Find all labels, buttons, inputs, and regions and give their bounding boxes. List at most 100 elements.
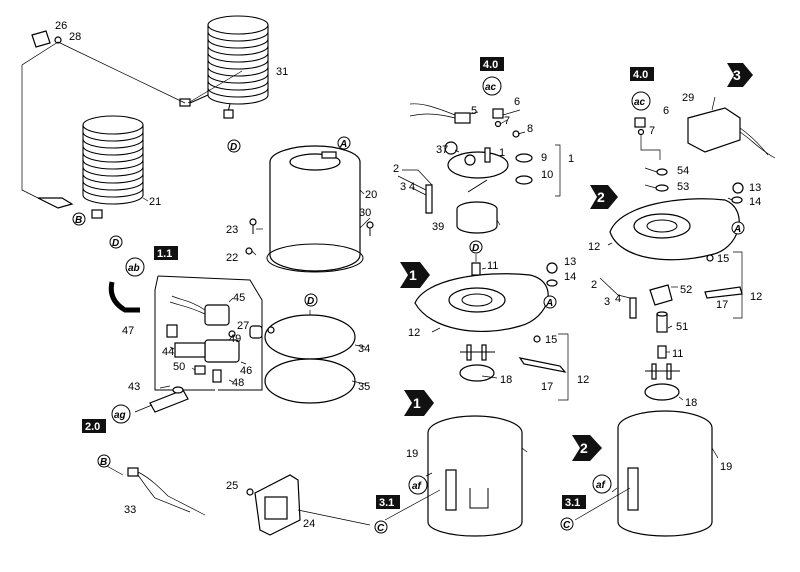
part-label: 37 [436,144,448,156]
part-label: 7 [504,115,510,127]
screw-22 [245,247,253,255]
part-label: 19 [720,461,732,473]
clip-9 [515,153,533,163]
part-label: 23 [226,224,238,236]
svg-text:A: A [733,224,741,235]
nozzle-11b [657,345,667,359]
part-label: 47 [122,325,134,337]
part-label: 11 [672,348,683,360]
connector-bubble-D1: D [227,139,241,153]
cap-37 [444,141,458,155]
ring-14b [731,196,743,204]
svg-text:ab: ab [128,263,140,274]
part-label: 4 [615,293,621,305]
burner-plate-12b [609,198,740,261]
part-label: 3 [604,296,610,308]
connector-bubble-ag: ag [111,404,131,424]
part-label: 14 [749,196,761,208]
wiring-33 [104,464,206,516]
part-label: 7 [649,125,655,137]
swirler-18b [644,363,680,401]
svg-text:3: 3 [733,67,741,83]
ring-14a [546,279,558,287]
svg-text:B: B [75,215,82,226]
part-label: 30 [359,207,371,219]
part-label: 1 [568,153,574,165]
valve-block-46 [166,324,240,363]
svg-text:ac: ac [485,82,497,93]
connector-bubble-ab: ab [125,257,145,277]
bracket-3a [425,184,433,214]
heating-coil-lower [37,115,144,219]
heating-coil-upper [179,15,269,119]
ring-10 [515,175,533,185]
svg-text:1: 1 [413,395,421,411]
connector-bubble-B1: B [72,212,86,226]
part-label: 27 [237,320,249,332]
svg-text:C: C [563,520,571,531]
bracket-3b [629,297,637,319]
svg-text:3.1: 3.1 [379,497,394,509]
screw-23 [249,218,257,234]
part-label: 17 [716,299,728,311]
svg-text:1: 1 [409,267,417,283]
cover-24 [246,474,301,536]
part-label: 14 [564,271,576,283]
svg-text:af: af [412,481,423,492]
part-label: 54 [677,165,689,177]
seal-54 [656,168,668,176]
seal-7b [637,128,645,136]
svg-text:D: D [230,142,237,153]
connector-bubble-ac2: ac [631,91,651,111]
part-label: 43 [128,381,140,393]
svg-text:af: af [596,480,607,491]
part-label: 6 [514,96,520,108]
part-labels: 26 28 31 21 20 30 23 22 45 47 27 49 44 4… [55,20,762,530]
part-label: 11 [487,260,498,272]
part-label: 4 [409,181,415,193]
connector-bubble-af1: af [408,475,428,495]
connector-bubble-C1: C [374,520,388,534]
part-label: 21 [149,196,161,208]
part-label: 18 [685,397,697,409]
leader-lines [142,70,733,521]
part-label: 18 [500,374,512,386]
part-label: 2 [393,163,399,175]
connector-bubble-D3: D [304,293,318,307]
svg-text:ac: ac [634,97,646,108]
part-label: 10 [541,169,553,181]
fitting-50 [194,365,206,375]
section-badge-3.1a: 3.1 [376,495,400,509]
connector-bubble-A1: A [337,136,351,150]
connector-bubble-A3: A [731,221,745,235]
nozzle-43 [149,386,189,413]
screw-15a [533,335,541,343]
fitting-27 [249,325,275,339]
electrode-17a [518,357,567,373]
part-label: 2 [591,279,597,291]
pressure-switch-45 [169,295,230,326]
connector-bubble-B2: B [97,454,111,468]
part-label: 46 [240,365,252,377]
section-badge-4.0b: 4.0 [630,67,654,81]
part-label: 17 [541,381,553,393]
svg-text:B: B [100,457,107,468]
part-label: 13 [564,256,576,268]
fitting-48 [212,369,222,383]
insulation-disc-34 [264,314,356,360]
part-label: 51 [676,321,688,333]
hose-ab [108,281,140,313]
connector-bubble-C2: C [560,517,574,531]
flange-1 [447,147,509,179]
svg-text:ag: ag [114,410,126,421]
part-label: 12 [577,374,589,386]
svg-text:1.1: 1.1 [157,248,172,260]
connector-bubble-D4: D [469,240,483,254]
fitting-49 [228,330,236,338]
probe-5 [409,103,471,124]
nut-6a [492,108,504,119]
part-label: 35 [358,381,370,393]
outer-casing-19b [617,410,713,537]
step-arrow-3: 3 [727,63,753,87]
